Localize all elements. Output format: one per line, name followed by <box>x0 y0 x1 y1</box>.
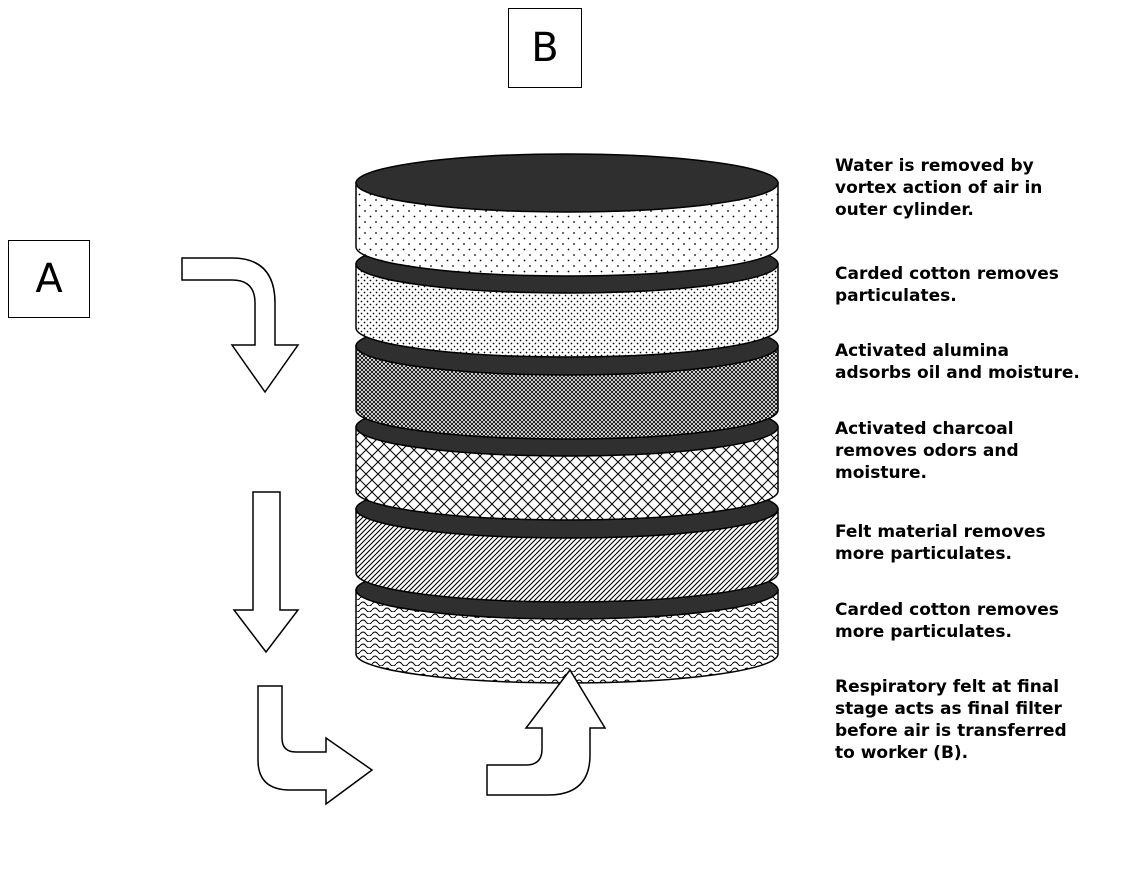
description-felt-material: Felt material removes more particulates. <box>835 522 1046 564</box>
layer-water-separator <box>355 153 779 277</box>
filter-stack <box>355 153 779 684</box>
straight-arrow-down-icon <box>232 491 300 654</box>
description-activated-charcoal: Activated charcoal removes odors and moi… <box>835 419 1019 483</box>
description-carded-cotton-more: Carded cotton removes more particulates. <box>835 600 1059 642</box>
description-respiratory-felt: Respiratory felt at final stage acts as … <box>835 677 1067 763</box>
layer-water-separator-top <box>355 153 779 213</box>
curved-arrow-down-right-icon <box>257 685 374 806</box>
curved-arrow-right-down-icon <box>181 257 300 394</box>
label-b-box: B <box>508 8 582 88</box>
description-activated-alumina: Activated alumina adsorbs oil and moistu… <box>835 341 1080 383</box>
description-carded-cotton: Carded cotton removes particulates. <box>835 264 1059 306</box>
curved-arrow-right-up-icon <box>486 668 607 796</box>
description-water-separator: Water is removed by vortex action of air… <box>835 156 1043 220</box>
label-a-box: A <box>8 240 90 318</box>
